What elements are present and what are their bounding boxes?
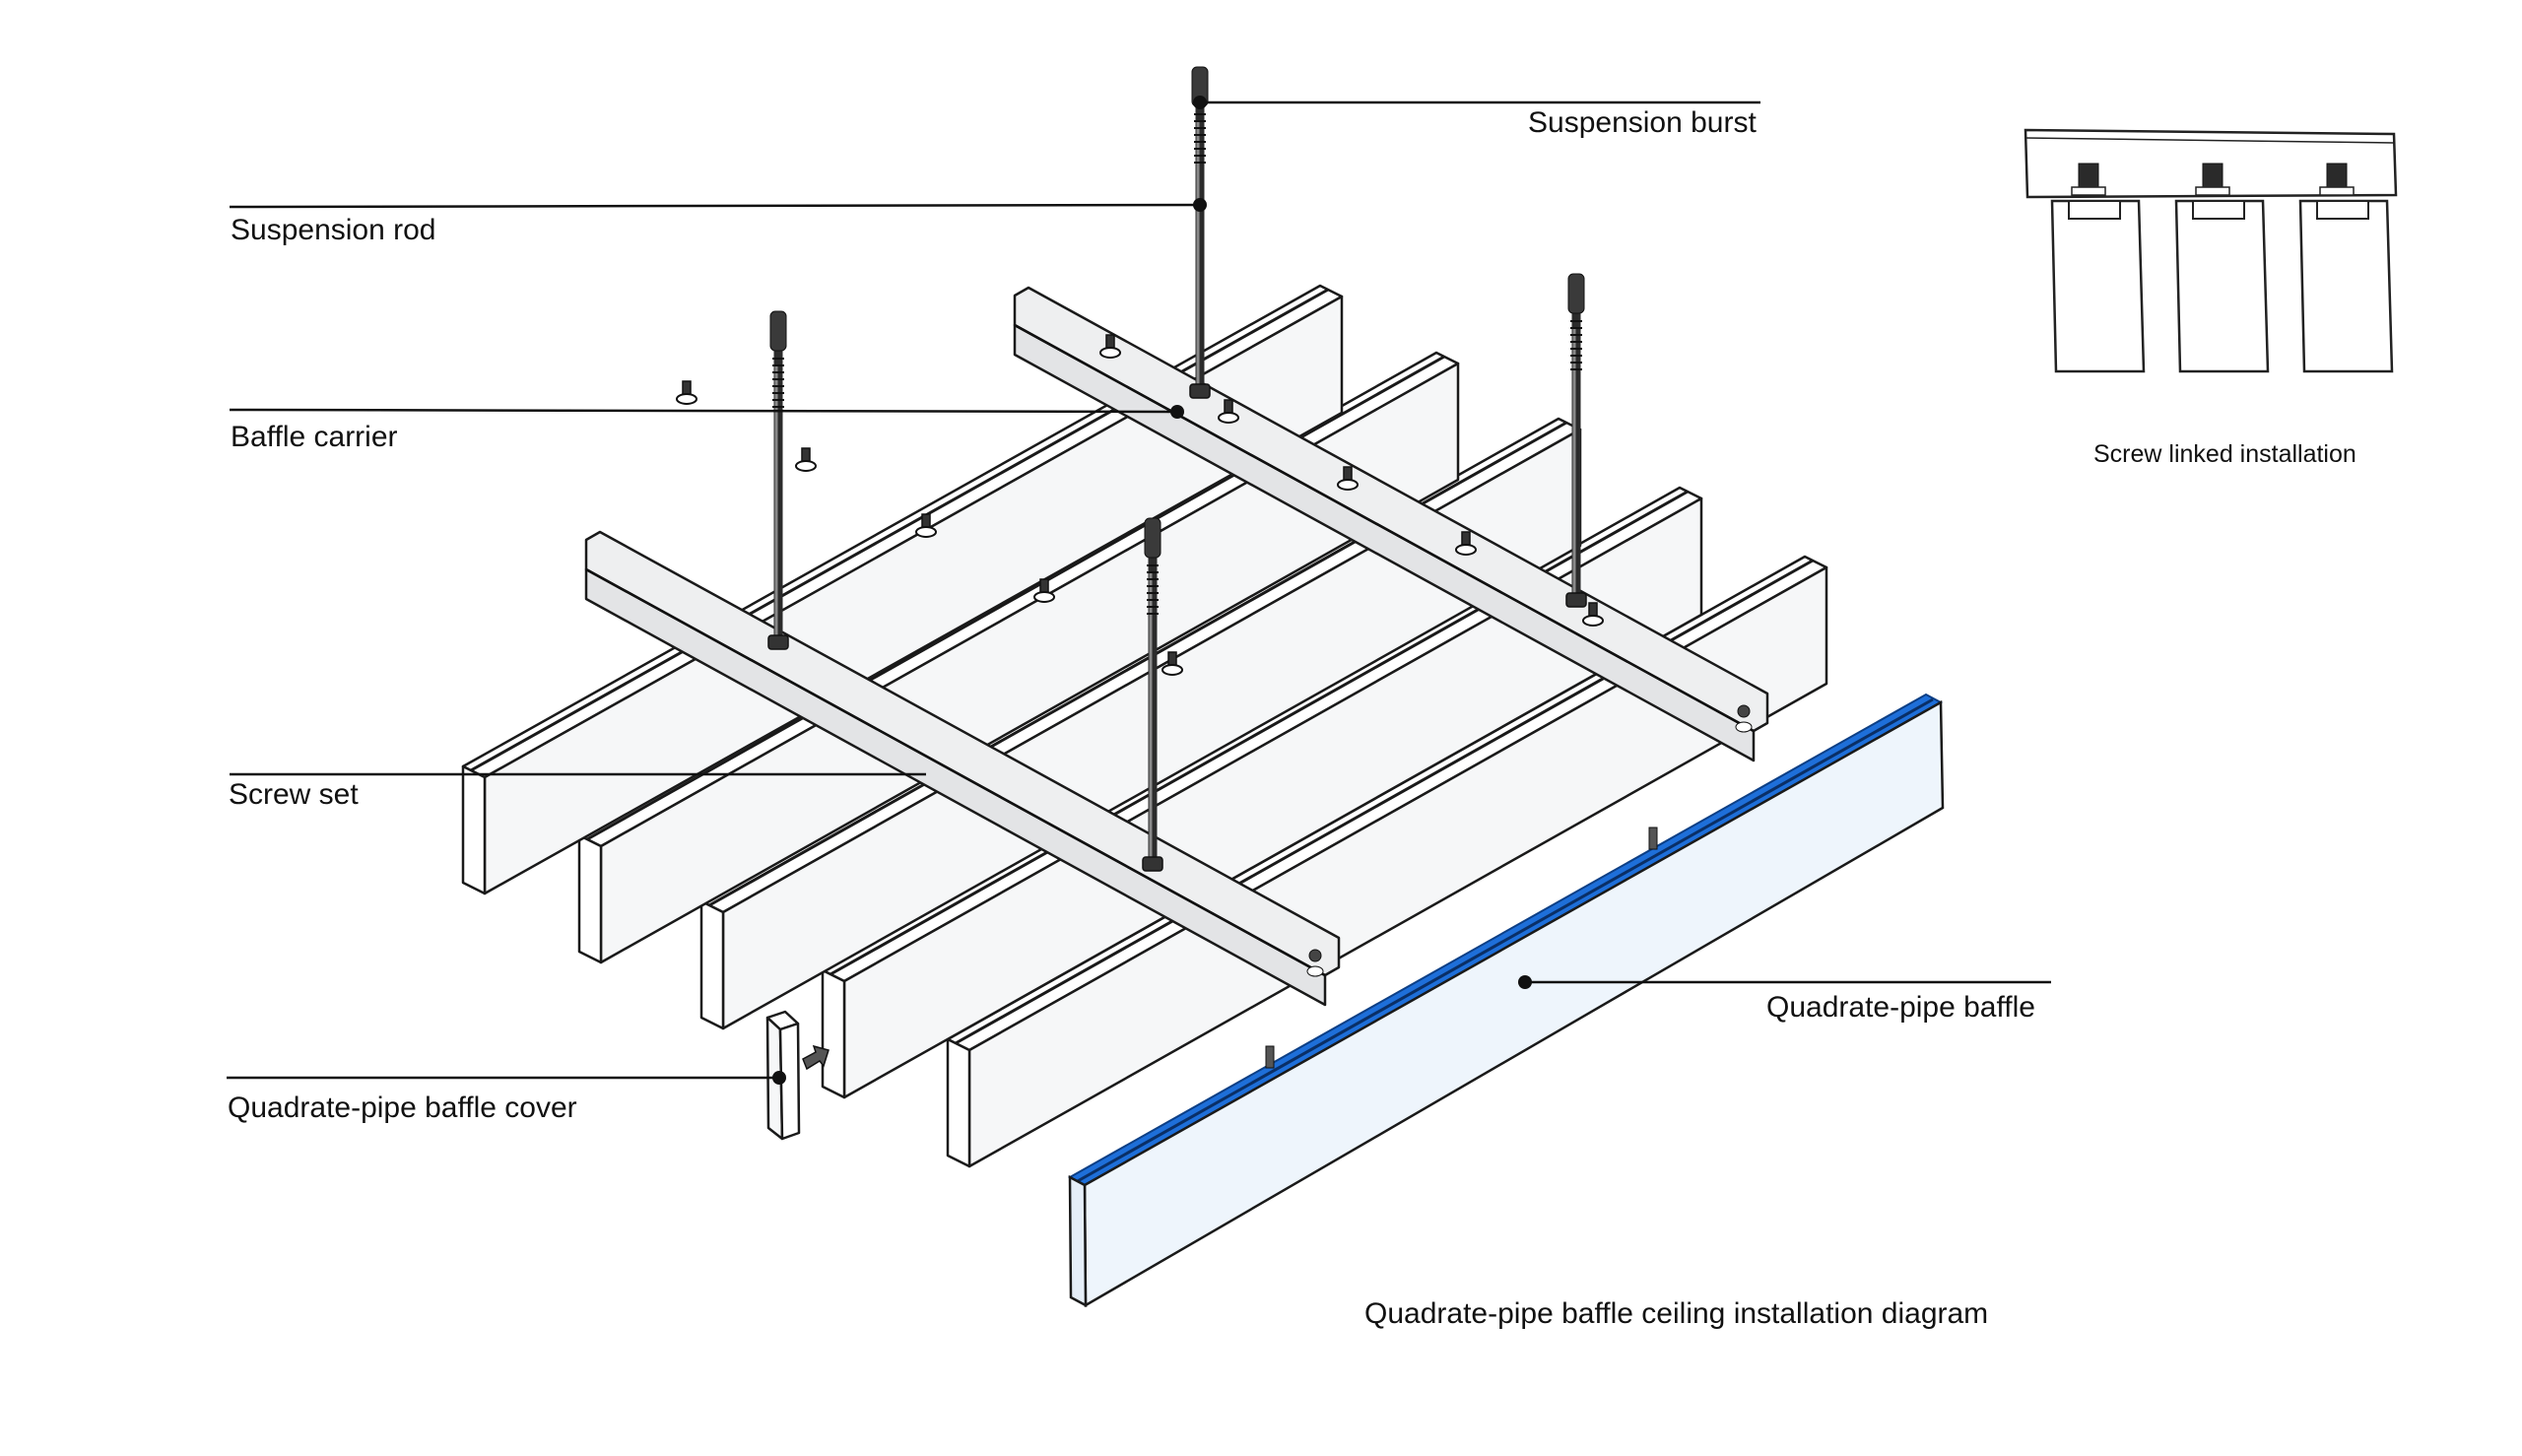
carrier-end-bolt — [1737, 704, 1751, 718]
baffle-end — [946, 1037, 971, 1168]
carrier-end-washer — [1735, 721, 1753, 733]
label-baffle: Quadrate-pipe baffle — [1766, 991, 2035, 1024]
suspension-rod — [767, 310, 789, 650]
baffle-end — [699, 899, 725, 1030]
inset-screw — [2202, 163, 2223, 188]
carrier-edge — [585, 567, 1326, 977]
screw-washer — [1582, 615, 1604, 627]
baffle-end — [461, 764, 487, 895]
screw-sets — [676, 334, 1604, 676]
highlighted-baffle-end — [1068, 1174, 1088, 1308]
label-baffle-carrier: Baffle carrier — [231, 421, 398, 453]
screw-set — [1455, 531, 1477, 556]
inset-washer — [2195, 186, 2230, 196]
screw-washer — [1033, 591, 1055, 603]
screw-set — [1161, 651, 1183, 676]
inset-screw — [2326, 163, 2348, 188]
inset-baffle-body — [2174, 199, 2270, 373]
inset-baffle — [2050, 163, 2146, 373]
baffle-stud — [1648, 827, 1658, 850]
suspension-rods — [767, 66, 1587, 872]
inset-baffle-slot — [2316, 200, 2369, 220]
installed-baffles — [461, 284, 1828, 1168]
inset-caption: Screw linked installation — [2093, 440, 2356, 468]
screw-set — [1218, 399, 1239, 424]
screw-set — [915, 513, 937, 538]
screw-set — [1337, 466, 1359, 491]
screw-set — [1582, 602, 1604, 627]
screw-set — [1033, 578, 1055, 603]
suspension-rod — [1142, 517, 1163, 872]
screw-set — [676, 380, 697, 405]
screw-washer — [1455, 544, 1477, 556]
suspension-rod — [1189, 66, 1211, 399]
inset-baffle-body — [2050, 199, 2146, 373]
highlighted-baffle-groove — [1075, 697, 1934, 1184]
rod-nut — [1189, 383, 1211, 399]
carrier-edge — [1014, 323, 1755, 733]
inset-baffle-slot — [2192, 200, 2245, 220]
inset-baffle — [2174, 163, 2270, 373]
insert-arrow-icon — [802, 1044, 830, 1071]
label-suspension-burst: Suspension burst — [1528, 106, 1757, 139]
screw-washer — [1161, 664, 1183, 676]
label-baffle-cover: Quadrate-pipe baffle cover — [228, 1092, 577, 1124]
baffle-stud — [1265, 1045, 1275, 1069]
screw-washer — [1099, 347, 1121, 359]
suspension-rod — [1565, 273, 1587, 608]
inset-screw — [2078, 163, 2099, 188]
suspension-burst — [1567, 273, 1585, 314]
diagram-title: Quadrate-pipe baffle ceiling installatio… — [1364, 1297, 1988, 1330]
leader-lines — [227, 96, 2051, 1085]
inset-washer — [2071, 186, 2106, 196]
baffle-groove — [708, 421, 1567, 907]
carrier-end-bolt — [1308, 949, 1322, 962]
rod-nut — [1142, 856, 1163, 872]
suspension-burst — [769, 310, 787, 352]
screw-washer — [795, 460, 817, 472]
inset-baffle-slot — [2068, 200, 2121, 220]
rod-nut — [1565, 592, 1587, 608]
baffle-end — [577, 833, 603, 964]
inset-washer — [2319, 186, 2355, 196]
screw-washer — [1218, 412, 1239, 424]
baffle-groove — [470, 288, 1329, 772]
screw-set — [1099, 334, 1121, 359]
screw-set — [795, 447, 817, 472]
inset-baffle — [2298, 163, 2394, 373]
inset-screw-linked — [2024, 128, 2398, 373]
inset-baffle-body — [2298, 199, 2394, 373]
label-suspension-rod: Suspension rod — [231, 214, 435, 246]
carrier-end-washer — [1306, 965, 1324, 977]
baffle-end — [821, 968, 846, 1099]
screw-washer — [1337, 479, 1359, 491]
screw-washer — [915, 526, 937, 538]
highlighted-baffle — [1067, 693, 1945, 1308]
rod-nut — [767, 634, 789, 650]
screw-washer — [676, 393, 697, 405]
suspension-burst — [1144, 517, 1161, 559]
label-screw-set: Screw set — [229, 778, 359, 811]
